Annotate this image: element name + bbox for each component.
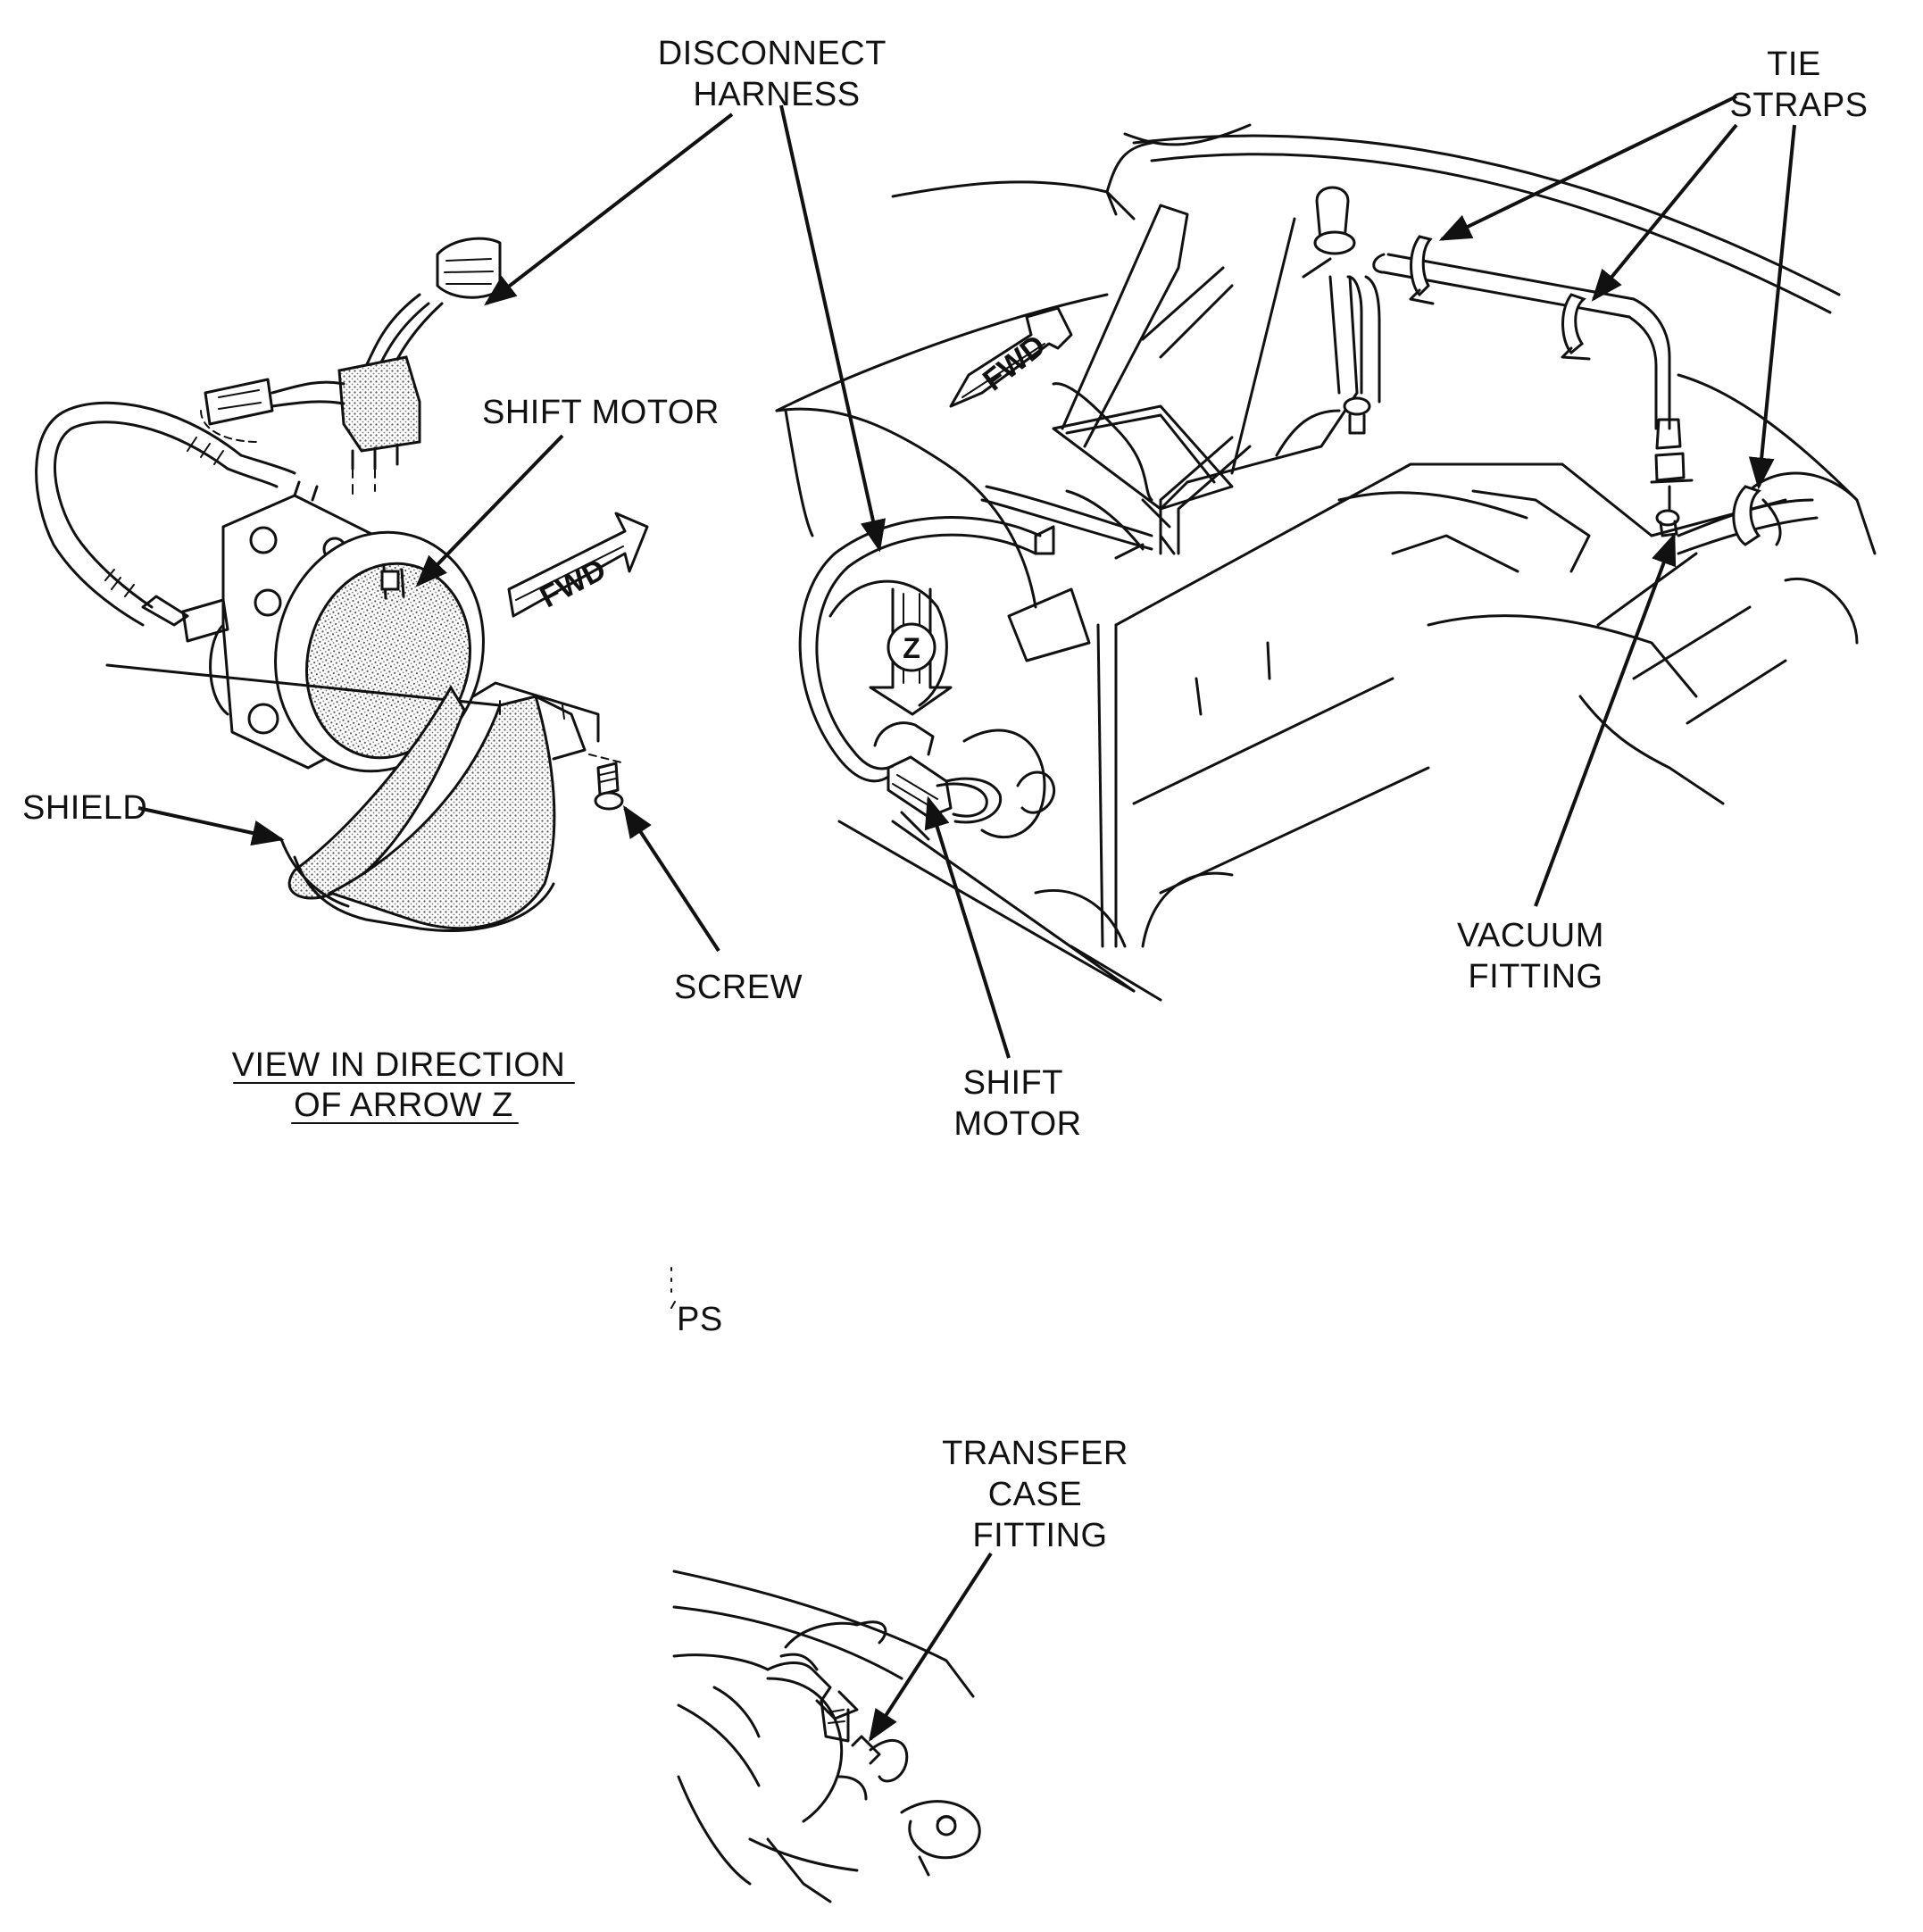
svg-text:VIEW IN DIRECTION OF A: VIEW IN DIRECTION OF ARROW Z: [232, 1046, 576, 1124]
arrow-z-label: Z: [903, 632, 920, 664]
vacuum-fitting: [1650, 418, 1694, 537]
label-tie-straps: TIE STRAPS: [1729, 46, 1868, 124]
label-shield: SHIELD: [22, 789, 147, 827]
label-fragment: PS: [670, 1267, 723, 1338]
leader-tie-strap-3: [1748, 124, 1796, 490]
leader-tie-strap-2: [1591, 123, 1738, 302]
shift-motor-detail-view: FWD: [35, 237, 649, 932]
small-connector: [200, 378, 345, 443]
fwd-label-detail: FWD: [535, 553, 612, 615]
leader-lines: [137, 95, 1796, 1743]
shift-motor-main: [873, 721, 1056, 824]
shift-motor-end-cap: [274, 530, 485, 773]
label-vacuum-fitting: VACUUM FITTING: [1457, 917, 1614, 995]
leader-screw: [623, 804, 720, 953]
screw: [594, 762, 624, 811]
center-hose: [980, 436, 1252, 560]
harness-junction-block: [337, 355, 421, 501]
leader-shield: [137, 806, 285, 846]
harness-loop-main: [798, 516, 1055, 783]
label-view-in-direction: VIEW IN DIRECTION OF ARROW Z: [232, 1046, 576, 1124]
center-valve-tube: [1275, 186, 1381, 457]
svg-text:PS: PS: [677, 1301, 723, 1338]
callout-labels: DISCONNECT HARNESS TIE STRAPS SHIFT MOTO…: [22, 35, 1868, 1554]
tie-strap-bar: [1372, 235, 1671, 430]
label-shift-motor-main: SHIFT MOTOR: [953, 1064, 1081, 1143]
shield-bracket: [105, 663, 626, 932]
right-hose: [1677, 485, 1819, 555]
leader-transfer-case-fitting: [869, 1552, 993, 1743]
leader-shift-motor-detail: [415, 434, 564, 587]
fwd-arrow-detail: FWD: [507, 512, 649, 618]
vacuum-hose-loop: [35, 401, 296, 627]
leader-tie-strap-1: [1438, 95, 1737, 241]
leader-disconnect-harness-detail: [484, 112, 734, 306]
transfer-case-main-view: Z FWD: [775, 123, 1877, 1002]
label-shift-motor-detail: SHIFT MOTOR: [482, 394, 720, 431]
label-transfer-case-fitting: TRANSFER CASE FITTING: [942, 1435, 1138, 1554]
arrow-z: Z: [869, 587, 953, 716]
leader-disconnect-harness-main: [779, 104, 887, 553]
leader-shift-motor-main: [924, 795, 1011, 1059]
leader-vacuum-fitting: [1534, 532, 1677, 907]
fwd-arrow-main: FWD: [949, 306, 1073, 408]
transfer-case-fitting-inset: [672, 1570, 981, 1903]
label-disconnect-harness: DISCONNECT HARNESS: [658, 35, 896, 113]
label-screw: SCREW: [674, 969, 803, 1006]
shift-motor-body: [181, 480, 377, 770]
